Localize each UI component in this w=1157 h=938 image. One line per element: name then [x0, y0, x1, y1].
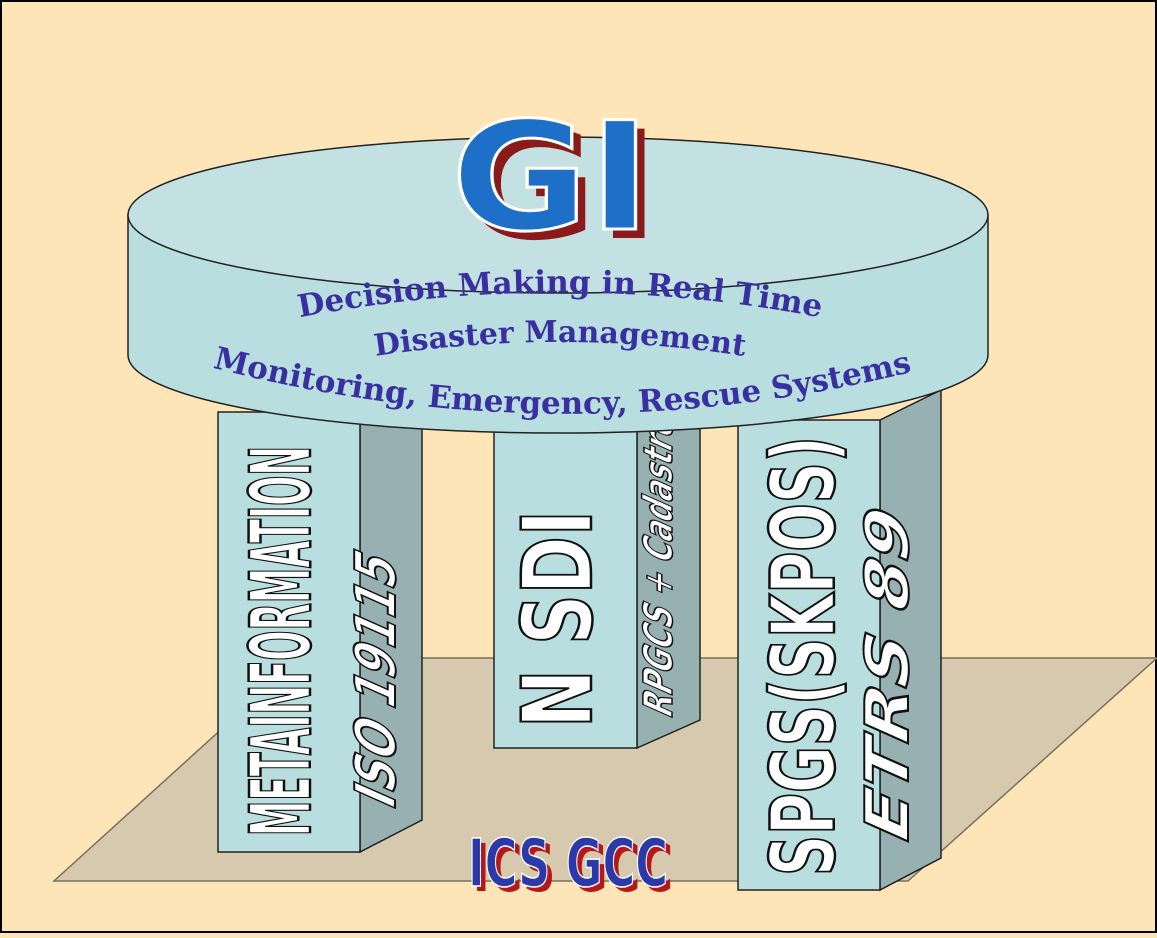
pillar-middle-front-label: N SDI: [502, 510, 614, 728]
pillar-right-front-label: SPGS(SKPOS): [752, 436, 855, 876]
pillar-right-front: [737, 419, 881, 891]
pillar-right: SPGS(SKPOS) ETRS 89: [737, 388, 942, 892]
pillar-left-side-label: ISO 19115: [343, 539, 408, 818]
gi-title: GI GI: [450, 90, 661, 275]
pillar-left: METAINFORMATION ISO 19115: [217, 398, 423, 854]
base-label: ICS GCC ICS GCC: [467, 824, 673, 907]
pillar-left-front-label: METAINFORMATION: [232, 446, 330, 836]
tabletop-disc: [127, 136, 989, 434]
disc-top: [127, 136, 989, 294]
pillar-middle: N SDI RPGCS + Cadastre: [493, 398, 701, 750]
pillar-left-front: [217, 411, 361, 853]
gi-title-text: GI: [451, 91, 651, 265]
pillar-right-side-label: ETRS 89: [853, 493, 923, 854]
base-label-shadow: ICS GCC: [473, 830, 673, 907]
pillar-middle-front: [493, 417, 638, 749]
gi-title-shadow: GI: [460, 100, 660, 274]
base-label-text: ICS GCC: [468, 825, 668, 902]
pillar-middle-side-label: RPGCS + Cadastre: [635, 403, 682, 724]
